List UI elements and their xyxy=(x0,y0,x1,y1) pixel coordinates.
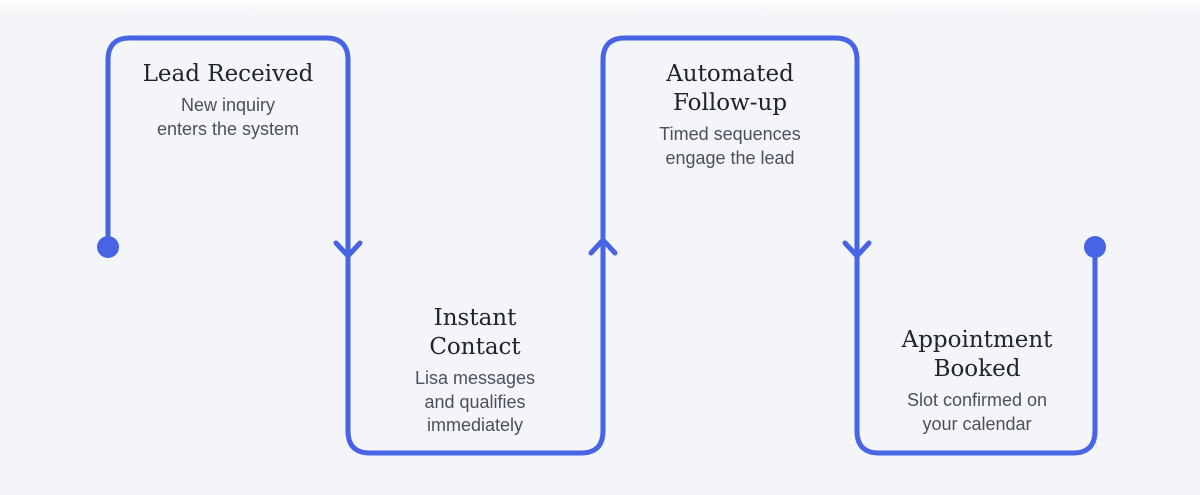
arrow-down-icon xyxy=(333,240,363,259)
arrow-up-icon xyxy=(588,237,618,256)
step-lead-received: Lead Received New inquiry enters the sys… xyxy=(118,60,338,141)
arrow-down-icon xyxy=(842,240,872,259)
step-description: Slot confirmed on your calendar xyxy=(906,390,1048,434)
start-dot xyxy=(97,236,119,258)
end-dot xyxy=(1084,236,1106,258)
step-automated-follow-up: Automated Follow-up Timed sequences enga… xyxy=(615,60,845,170)
step-title: Appointment Booked xyxy=(901,327,1053,382)
step-description: Timed sequences engage the lead xyxy=(659,124,801,168)
step-description: New inquiry enters the system xyxy=(156,95,300,139)
step-instant-contact: Instant Contact Lisa messages and qualif… xyxy=(360,304,590,438)
step-appointment-booked: Appointment Booked Slot confirmed on you… xyxy=(861,326,1093,436)
step-title: Automated Follow-up xyxy=(666,61,794,116)
flow-path xyxy=(105,35,1098,456)
step-description: Lisa messages and qualifies immediately xyxy=(414,368,536,435)
step-title: Instant Contact xyxy=(429,305,521,360)
step-title: Lead Received xyxy=(142,61,314,87)
